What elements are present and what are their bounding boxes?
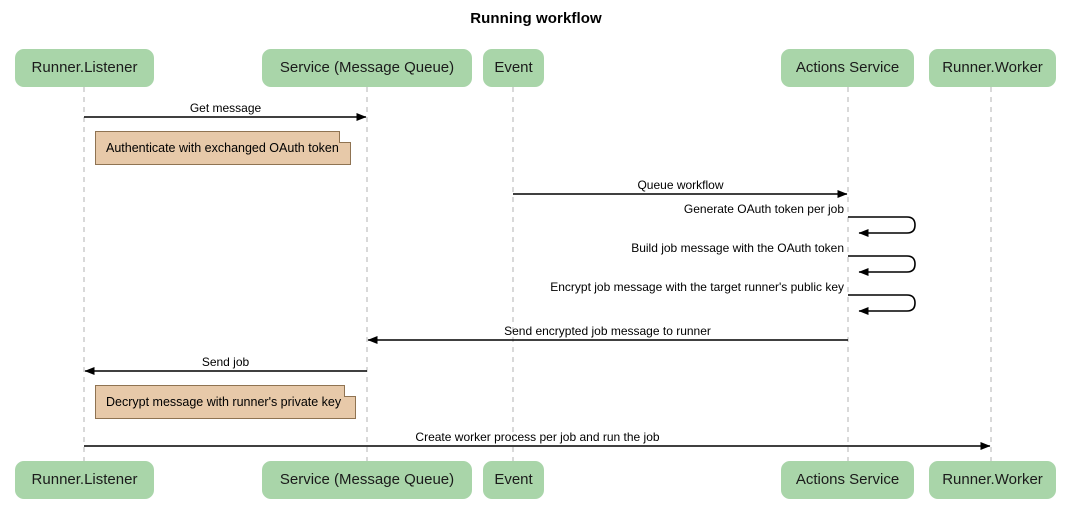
participant-footer-runner-listener[interactable]: Runner.Listener	[15, 461, 154, 499]
message-label-m1: Get message	[189, 101, 262, 115]
participant-header-runner-worker[interactable]: Runner.Worker	[929, 49, 1056, 87]
self-loop-m4	[848, 255, 916, 276]
self-loop-m3	[848, 216, 916, 237]
message-label-m8: Create worker process per job and run th…	[415, 430, 660, 444]
participant-footer-actions-service[interactable]: Actions Service	[781, 461, 914, 499]
lifeline-group	[83, 87, 992, 461]
participant-footer-runner-worker[interactable]: Runner.Worker	[929, 461, 1056, 499]
note-text: Authenticate with exchanged OAuth token	[106, 141, 339, 155]
self-loop-m5	[848, 294, 916, 315]
participant-header-actions-service[interactable]: Actions Service	[781, 49, 914, 87]
participant-footer-event[interactable]: Event	[483, 461, 544, 499]
message-label-m7: Send job	[201, 355, 250, 369]
participant-header-runner-listener[interactable]: Runner.Listener	[15, 49, 154, 87]
note-fold-corner-icon	[339, 131, 351, 143]
message-label-m4: Build job message with the OAuth token	[631, 241, 844, 255]
participant-header-service-mq[interactable]: Service (Message Queue)	[262, 49, 472, 87]
note-fold-corner-icon	[344, 385, 356, 397]
note-text: Decrypt message with runner's private ke…	[106, 395, 342, 409]
message-label-m6: Send encrypted job message to runner	[504, 324, 711, 338]
participant-header-event[interactable]: Event	[483, 49, 544, 87]
message-label-m3: Generate OAuth token per job	[683, 202, 844, 216]
note-n2: Decrypt message with runner's private ke…	[95, 385, 356, 419]
message-arrow-group	[84, 113, 991, 450]
diagram-title: Running workflow	[470, 10, 602, 27]
note-n1: Authenticate with exchanged OAuth token	[95, 131, 351, 165]
participant-footer-service-mq[interactable]: Service (Message Queue)	[262, 461, 472, 499]
message-label-m2: Queue workflow	[637, 178, 724, 192]
message-label-m5: Encrypt job message with the target runn…	[550, 280, 844, 294]
